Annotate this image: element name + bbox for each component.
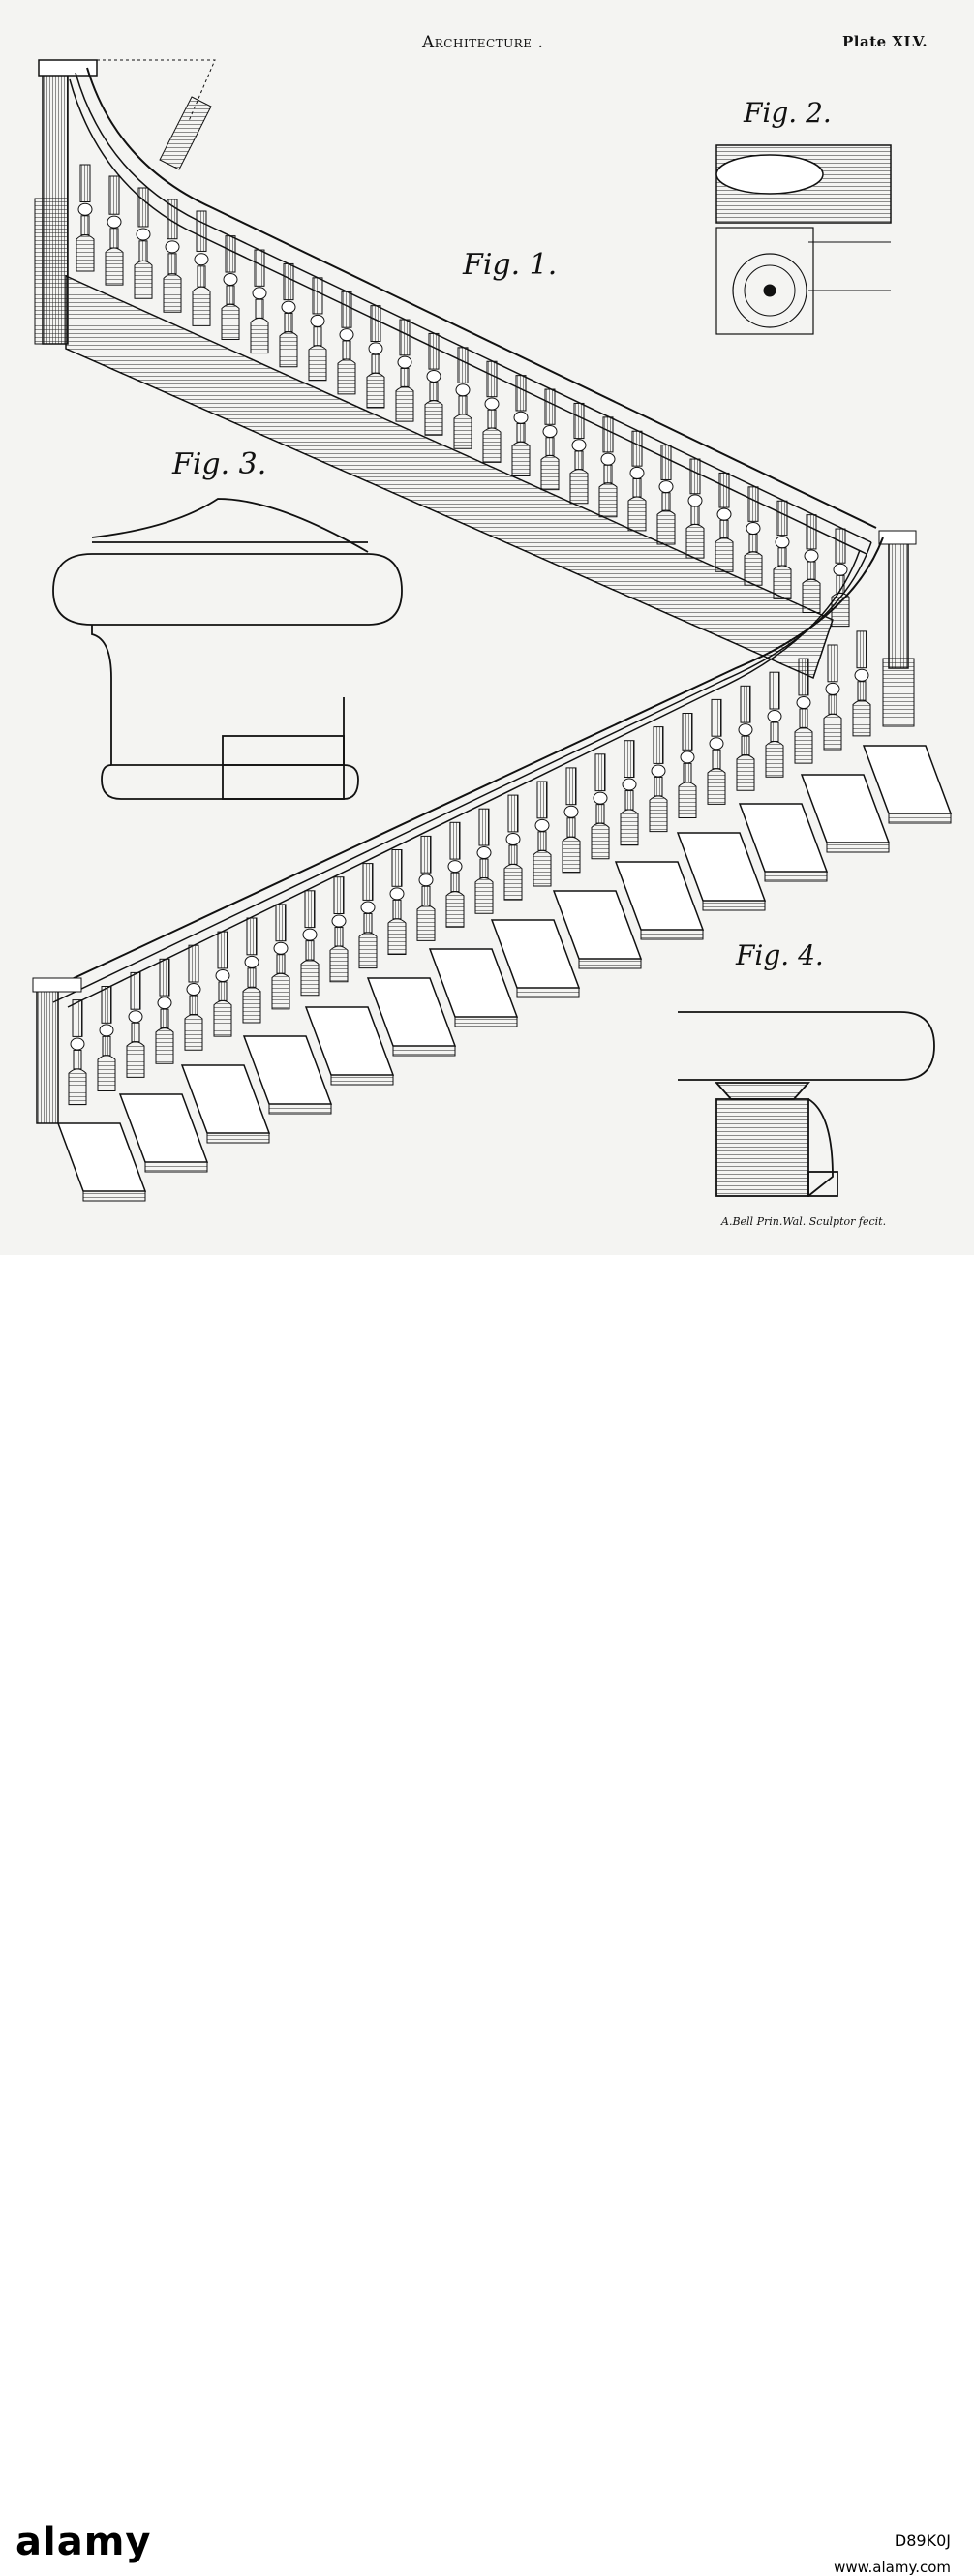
fig2-handrail-cap-drawing bbox=[715, 144, 892, 335]
fig2-label: Fig. 2. bbox=[744, 97, 832, 129]
stock-id: D89K0J bbox=[894, 2531, 951, 2550]
rail-easement bbox=[159, 96, 212, 170]
engraving-plate: Architecture . Plate XLV. Fig. 1. Fig. 2… bbox=[0, 0, 974, 1255]
lower-handrail bbox=[52, 537, 884, 1008]
lower-steps bbox=[56, 745, 953, 1202]
landing-newel-post bbox=[878, 530, 917, 727]
fig1-label: Fig. 1. bbox=[463, 248, 558, 282]
watermark-footer: alamy D89K0J www.alamy.com bbox=[0, 1255, 974, 2576]
upper-balusters bbox=[76, 164, 850, 628]
fig3-label: Fig. 3. bbox=[172, 447, 267, 481]
source-url: www.alamy.com bbox=[834, 2559, 951, 2576]
fig4-rail-section-drawing bbox=[678, 1011, 935, 1197]
fig3-newel-cap-drawing bbox=[52, 498, 403, 800]
lower-balusters bbox=[68, 630, 871, 1106]
upper-newel-post bbox=[34, 59, 98, 345]
alamy-logo: alamy bbox=[15, 2520, 152, 2564]
plate-title: Architecture . bbox=[422, 33, 544, 52]
plate-number: Plate XLV. bbox=[842, 33, 928, 50]
fig4-label: Fig. 4. bbox=[736, 939, 824, 971]
engraver-credit: A.Bell Prin.Wal. Sculptor fecit. bbox=[721, 1215, 887, 1228]
construction-line bbox=[97, 59, 216, 122]
upper-string bbox=[65, 274, 834, 680]
lower-newel-post bbox=[32, 977, 82, 1124]
staircase-engraving bbox=[32, 59, 953, 1202]
